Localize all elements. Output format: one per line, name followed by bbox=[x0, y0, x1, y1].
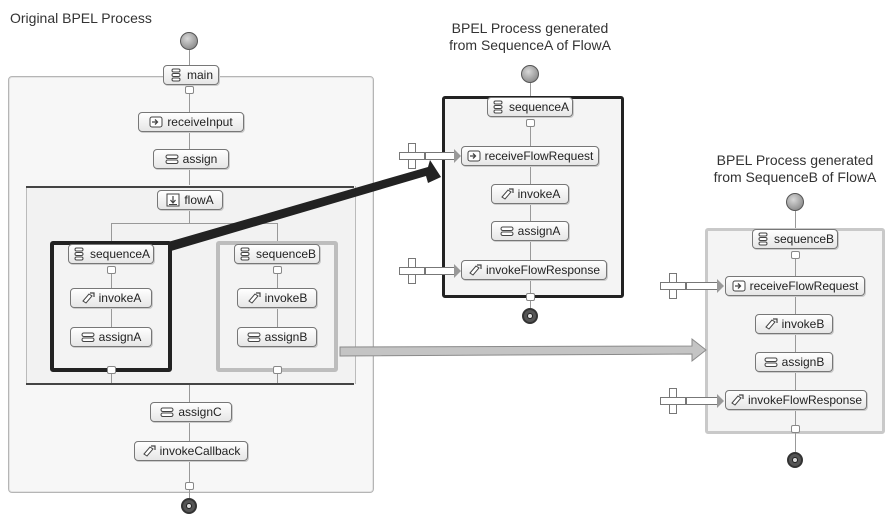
receive-input-node[interactable]: receiveInput bbox=[138, 112, 244, 132]
plus-port-icon bbox=[660, 388, 686, 414]
arrow-sequence-b-to-process-b bbox=[339, 337, 707, 363]
plus-port-icon bbox=[399, 143, 425, 169]
assign-b-node[interactable]: assignB bbox=[237, 327, 317, 347]
node-label: receiveFlowRequest bbox=[749, 279, 859, 293]
process-a-start-icon bbox=[521, 65, 539, 83]
assign-a-node[interactable]: assignA bbox=[70, 327, 152, 347]
flow-a-node[interactable]: flowA bbox=[157, 190, 223, 210]
node-label: invokeB bbox=[264, 291, 308, 305]
assign-c-node[interactable]: assignC bbox=[150, 402, 232, 422]
gen-b-invoke-node[interactable]: invokeB bbox=[755, 314, 833, 334]
sequence-b-node[interactable]: sequenceB bbox=[234, 244, 320, 264]
process-a-end-icon bbox=[522, 308, 538, 324]
generated-process-b-title: BPEL Process generated from SequenceB of… bbox=[713, 152, 877, 185]
gen-b-response-node[interactable]: invokeFlowResponse bbox=[725, 390, 867, 410]
node-label: invokeCallback bbox=[159, 444, 241, 458]
process-start-icon bbox=[180, 32, 198, 50]
node-label: invokeB bbox=[781, 317, 825, 331]
node-label: main bbox=[187, 68, 214, 82]
process-b-start-icon bbox=[786, 193, 804, 211]
original-process-title: Original BPEL Process bbox=[10, 10, 152, 26]
node-label: invokeFlowResponse bbox=[747, 393, 863, 407]
node-label: assignA bbox=[517, 224, 561, 238]
arrow-sequence-a-to-process-a bbox=[168, 160, 441, 251]
node-label: sequenceA bbox=[89, 247, 151, 261]
gen-a-invoke-node[interactable]: invokeA bbox=[491, 184, 569, 204]
node-label: sequenceA bbox=[508, 100, 570, 114]
gen-a-sequence-node[interactable]: sequenceA bbox=[487, 97, 573, 117]
invoke-callback-node[interactable]: invokeCallback bbox=[134, 441, 248, 461]
generated-process-a-title: BPEL Process generated from SequenceA of… bbox=[449, 20, 611, 53]
node-label: flowA bbox=[184, 193, 214, 207]
node-label: invokeA bbox=[517, 187, 561, 201]
process-b-end-icon bbox=[787, 452, 803, 468]
sequence-a-node[interactable]: sequenceA bbox=[68, 244, 154, 264]
node-label: assignA bbox=[98, 330, 142, 344]
node-label: receiveInput bbox=[167, 115, 233, 129]
node-label: invokeFlowResponse bbox=[485, 263, 601, 277]
node-label: assign bbox=[182, 152, 218, 166]
gen-a-response-node[interactable]: invokeFlowResponse bbox=[461, 260, 607, 280]
gen-b-assign-node[interactable]: assignB bbox=[755, 352, 833, 372]
node-label: assignB bbox=[781, 355, 825, 369]
node-label: receiveFlowRequest bbox=[484, 149, 594, 163]
flow-bottom-bar bbox=[26, 383, 354, 385]
node-label: sequenceB bbox=[773, 232, 835, 246]
main-sequence-node[interactable]: main bbox=[163, 65, 219, 85]
assign-node[interactable]: assign bbox=[153, 149, 229, 169]
node-label: sequenceB bbox=[255, 247, 317, 261]
node-label: invokeA bbox=[98, 291, 142, 305]
plus-port-icon bbox=[660, 273, 686, 299]
gen-a-assign-node[interactable]: assignA bbox=[491, 221, 569, 241]
invoke-b-node[interactable]: invokeB bbox=[237, 288, 317, 308]
gen-b-receive-node[interactable]: receiveFlowRequest bbox=[725, 276, 865, 296]
process-end-icon bbox=[181, 498, 197, 514]
flow-top-bar bbox=[26, 186, 354, 188]
plus-port-icon bbox=[399, 258, 425, 284]
node-label: assignC bbox=[178, 405, 222, 419]
gen-a-receive-node[interactable]: receiveFlowRequest bbox=[461, 146, 599, 166]
node-label: assignB bbox=[264, 330, 308, 344]
gen-b-sequence-node[interactable]: sequenceB bbox=[752, 229, 838, 249]
invoke-a-node[interactable]: invokeA bbox=[70, 288, 152, 308]
